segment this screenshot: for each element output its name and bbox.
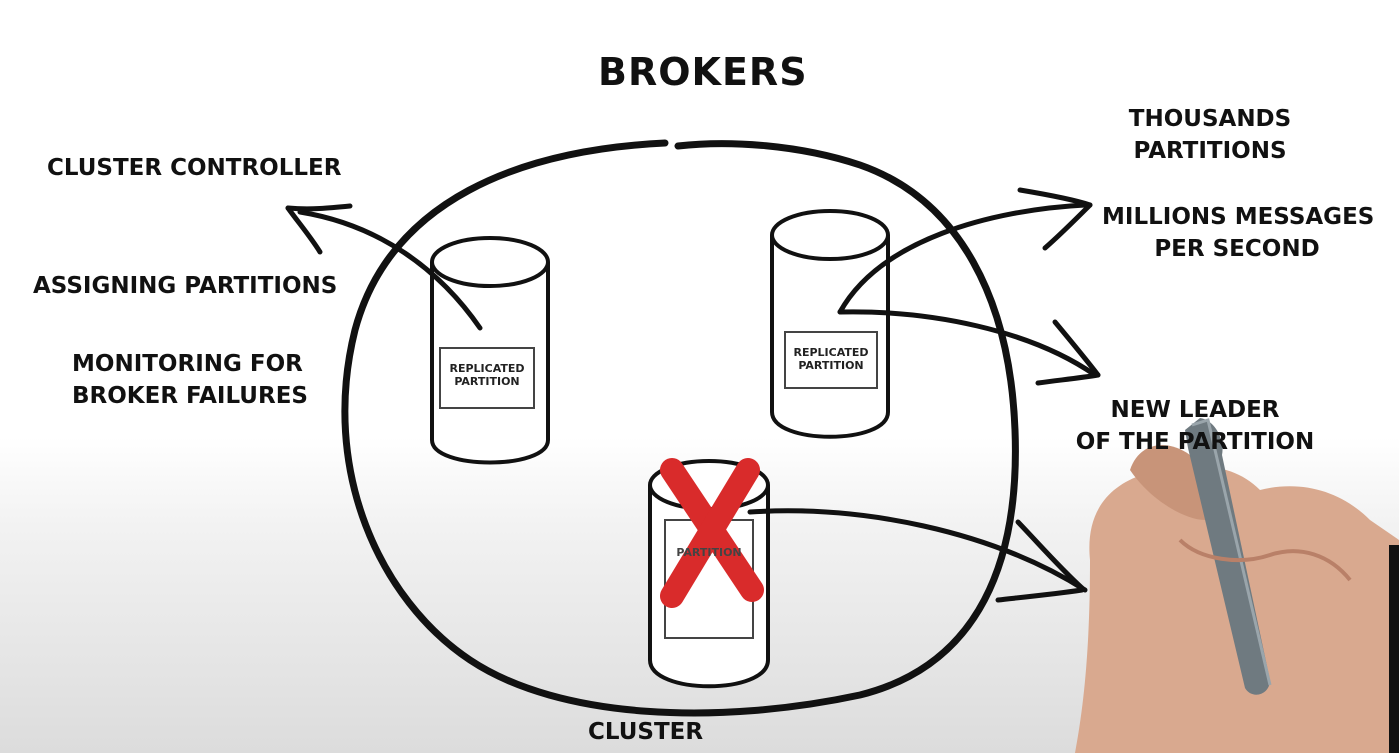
label-cluster-controller: CLUSTER CONTROLLER [47,155,342,181]
broker-cylinder-right [770,209,890,439]
partition-label-left: REPLICATED PARTITION [440,362,534,388]
partition-label-right: REPLICATED PARTITION [785,346,877,372]
label-thousands-partitions: THOUSANDS PARTITIONS [1120,103,1300,167]
x-mark-icon [660,458,764,608]
label-cluster: CLUSTER [588,719,704,745]
arrows-from-right-broker [837,187,1101,386]
label-monitoring-line1: MONITORING FOR [72,351,303,377]
partition-label-right-line2: PARTITION [798,359,864,372]
partition-label-left-line2: PARTITION [454,375,520,388]
label-new-leader-line2: OF THE PARTITION [1075,429,1315,455]
label-monitoring: MONITORING FOR BROKER FAILURES [72,348,308,412]
label-assigning-partitions: ASSIGNING PARTITIONS [33,273,338,299]
broker-cylinder-failed [648,458,770,689]
partition-box-left [439,347,535,409]
hand-with-marker [1075,418,1399,753]
label-thousands-line1: THOUSANDS [1128,106,1292,132]
label-millions-messages: MILLIONS MESSAGES PER SECOND [1102,201,1375,265]
label-new-leader-line1: NEW LEADER [1110,397,1280,423]
label-thousands-line2: PARTITIONS [1133,138,1287,164]
partition-label-failed-line1: PARTITION [676,546,742,559]
label-millions-line1: MILLIONS MESSAGES [1102,204,1375,230]
frame-edge [1389,545,1399,753]
page-title: BROKERS [598,50,808,94]
cluster-boundary [341,139,1019,717]
label-millions-line2: PER SECOND [1154,236,1320,262]
partition-box-right [784,331,878,389]
broker-cylinder-left [430,236,550,465]
partition-label-failed: PARTITION [665,546,753,559]
arrow-from-failed-broker [747,508,1088,603]
arrow-to-controller [285,203,483,331]
label-monitoring-line2: BROKER FAILURES [72,383,308,409]
partition-label-right-line1: REPLICATED [793,346,869,359]
partition-label-left-line1: REPLICATED [449,362,525,375]
label-new-leader: NEW LEADER OF THE PARTITION [1075,394,1315,458]
